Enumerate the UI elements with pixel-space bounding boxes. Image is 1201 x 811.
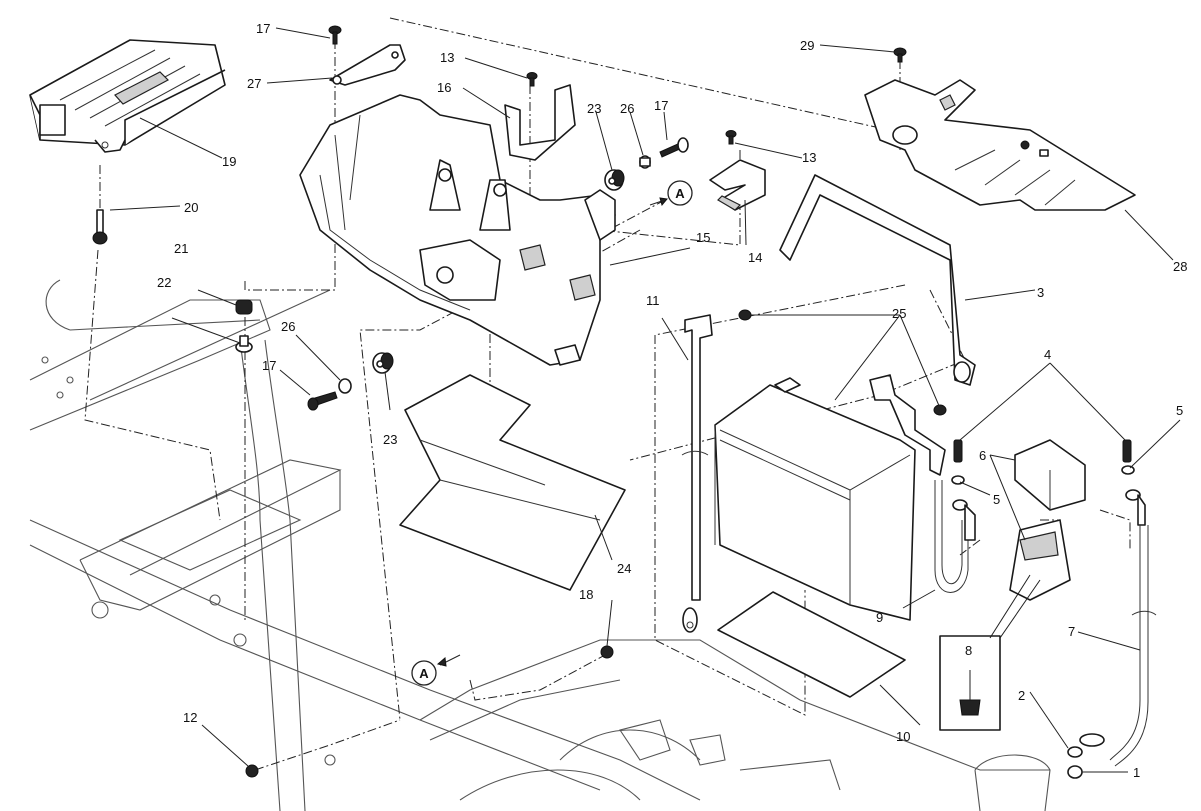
callout-21: 21 [174,241,188,256]
grommet-part-23-a [604,169,625,191]
screw-part-4-a [953,439,963,463]
callout-24: 24 [617,561,631,576]
ground-cable-part-11 [681,314,713,633]
callout-27: 27 [247,76,261,91]
callout-3: 3 [1037,285,1044,300]
grommet-part-23-b [372,352,394,374]
clip-part-14 [709,159,766,211]
callout-9: 9 [876,610,883,625]
washer-part-2 [1067,746,1083,758]
callout-25: 25 [892,306,906,321]
callout-labels: 1 2 3 4 5 5 6 7 8 9 10 11 12 13 13 14 15… [157,21,1187,780]
chassis-frame [29,279,1051,811]
fuse-inset-part-8 [939,574,1041,731]
callout-26-top: 26 [620,101,634,116]
screw-part-25-b [933,404,947,416]
screw-and-bracket-27 [328,25,406,86]
reference-marker-a-lower: A [411,654,461,686]
battery-strap-part-3 [779,174,976,386]
grommet-part-21 [235,299,253,315]
battery-pad-part-10 [717,591,906,698]
battery [714,377,916,621]
callout-19: 19 [222,154,236,169]
callout-20: 20 [184,200,198,215]
screw-part-13-b [725,130,737,145]
screw-part-25-a [738,309,752,321]
spacer-part-22 [235,335,253,353]
nut-part-18 [600,645,614,659]
stud-part-20 [92,209,108,245]
battery-holder-part-15 [299,94,616,366]
reference-marker-a-upper: A [649,180,693,207]
spacer-part-26-b [338,378,352,394]
reference-marker-label: A [675,186,685,201]
spacer-part-26-a [639,155,651,169]
callout-15: 15 [696,230,710,245]
terminal-bracket [869,374,946,476]
callout-leaders [109,27,1181,773]
control-unit-part-19 [29,39,226,153]
cover-part-28 [864,79,1136,211]
callout-5-right: 5 [1176,403,1183,418]
nut-part-12 [245,764,259,778]
callout-23-top: 23 [587,101,601,116]
callout-7: 7 [1068,624,1075,639]
callout-13-left: 13 [440,50,454,65]
callout-28: 28 [1173,259,1187,274]
cable-part-9 [934,480,969,593]
callout-2: 2 [1018,688,1025,703]
callout-18: 18 [579,587,593,602]
callout-12: 12 [183,710,197,725]
terminals [952,489,1146,541]
callout-16: 16 [437,80,451,95]
callout-23-left: 23 [383,432,397,447]
screw-part-17-c [307,391,338,411]
nut-part-1 [1067,765,1083,779]
callout-17-left: 17 [262,358,276,373]
callout-10: 10 [896,729,910,744]
callout-22: 22 [157,275,171,290]
screw-part-4-b [1122,439,1132,463]
callout-11: 11 [646,293,660,308]
screw-part-17-b [659,137,689,158]
callout-13-right: 13 [802,150,816,165]
callout-26-left: 26 [281,319,295,334]
cable-part-7 [1079,525,1157,767]
reference-marker-label: A [419,666,429,681]
callout-29: 29 [800,38,814,53]
callout-17-mid: 17 [654,98,668,113]
callout-5-left: 5 [993,492,1000,507]
screw-part-29 [893,47,907,63]
callout-1: 1 [1133,765,1140,780]
screw-part-13-a [526,72,538,87]
callout-17-top: 17 [256,21,270,36]
callout-4: 4 [1044,347,1051,362]
bracket-part-16 [504,84,576,161]
callout-14: 14 [748,250,762,265]
washer-part-5-b [1121,465,1135,475]
callout-6: 6 [979,448,986,463]
heat-shield-part-24 [399,374,626,591]
callout-8: 8 [965,643,972,658]
